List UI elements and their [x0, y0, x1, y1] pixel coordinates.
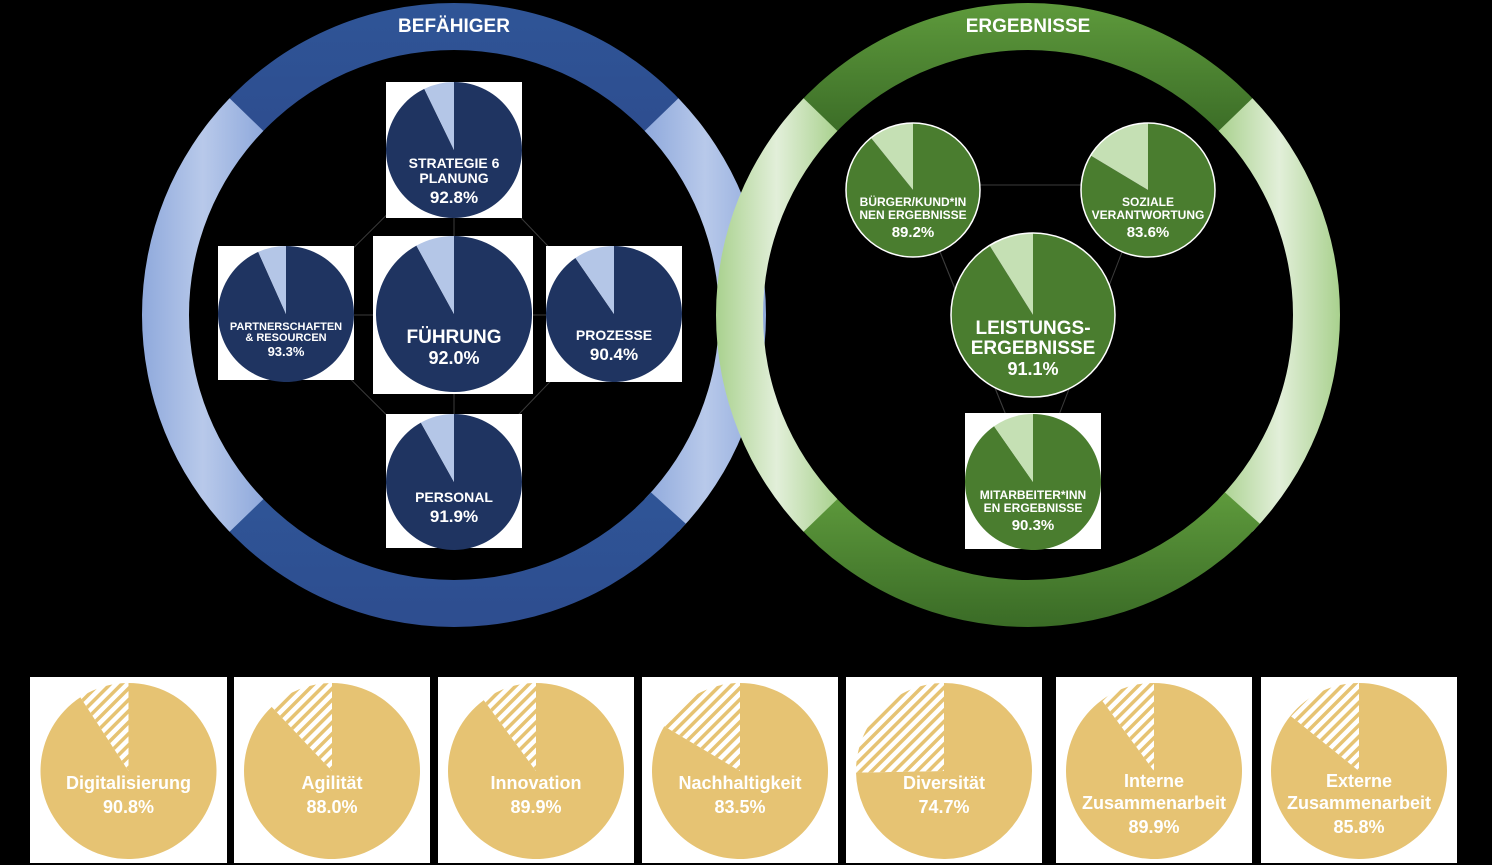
dimension-diversitaet-value: 74.7%: [918, 797, 969, 817]
enabler-strategie-value: 92.8%: [430, 188, 478, 207]
dimension-innovation-label-line: Innovation: [491, 773, 582, 793]
result-leistung-label-line: LEISTUNGS-: [975, 318, 1090, 339]
enablers-ring-bottom: [222, 492, 686, 628]
dimension-pie-innovation: Innovation 89.9%: [438, 677, 634, 863]
dimension-agilitaet-label-line: Agilität: [302, 773, 363, 793]
enablers-ring-left: [141, 98, 264, 532]
results-ring-right: [1218, 98, 1340, 532]
dimension-pies: Digitalisierung 90.8% Agilität 88.0% Innovat…: [30, 677, 1457, 863]
dimension-nachhaltigkeit-label-line: Nachhaltigkeit: [678, 773, 801, 793]
dimension-pie-innovation-remainder: [483, 683, 536, 771]
enabler-fuehrung-label-line: FÜHRUNG: [407, 327, 502, 348]
dimension-interne-label-line: Zusammenarbeit: [1082, 793, 1226, 813]
enabler-pie-prozesse-share: [545, 246, 682, 383]
dimension-pie-diversitaet-remainder: [856, 683, 944, 773]
enabler-prozesse-label-line: PROZESSE: [576, 327, 652, 343]
result-pie-leistung-outline: [950, 232, 1116, 398]
dimension-pie-agilitaet-remainder: [271, 683, 332, 771]
dimension-digitalisierung-label-line: Digitalisierung: [66, 773, 191, 793]
enabler-pie-personal-remainder: [420, 414, 454, 482]
enabler-strategie-label-line: STRATEGIE 6: [409, 155, 500, 171]
dimension-diversitaet-label-line: Diversität: [903, 773, 985, 793]
enabler-pie-partnerschaften-remainder: [258, 246, 286, 314]
dimension-innovation-value: 89.9%: [510, 797, 561, 817]
results-ring: [716, 2, 1340, 628]
result-mitarbeiter-value: 90.3%: [1012, 517, 1055, 534]
enabler-prozesse-value: 90.4%: [590, 345, 638, 364]
result-buerger-label-line: NEN ERGEBNISSE: [859, 208, 966, 222]
dimension-pie-diversitaet: Diversität 74.7%: [846, 677, 1042, 863]
result-pie-leistung-share: [951, 233, 1116, 398]
result-pie-buerger-share: [845, 123, 980, 257]
result-soziale-value: 83.6%: [1127, 224, 1170, 241]
dimension-pie-digitalisierung: Digitalisierung 90.8%: [30, 677, 227, 863]
result-pie-mitarbeiter-remainder: [994, 414, 1033, 482]
result-buerger-value: 89.2%: [892, 224, 935, 241]
result-pie-soziale-outline: [1080, 122, 1216, 258]
dimension-interne-value: 89.9%: [1128, 817, 1179, 837]
enabler-pie-prozesse-remainder: [575, 246, 614, 314]
enablers-title: BEFÄHIGER: [398, 16, 510, 37]
dimension-pie-interne-share: [1065, 683, 1242, 860]
results-ring-left: [716, 98, 838, 532]
enablers-pies: STRATEGIE 6PLANUNG92.8%FÜHRUNG92.0%PARTN…: [217, 82, 682, 551]
dimension-externe-label-line: Zusammenarbeit: [1287, 793, 1431, 813]
dimension-externe-label-line: Externe: [1326, 771, 1392, 791]
dimension-pie-nachhaltigkeit: Nachhaltigkeit 83.5%: [642, 677, 838, 863]
dimension-interne-label-line: Interne: [1124, 771, 1184, 791]
results-ring-top: [796, 2, 1260, 138]
dimension-nachhaltigkeit-value: 83.5%: [714, 797, 765, 817]
results-ring-bottom: [796, 492, 1260, 628]
enabler-personal-label-line: PERSONAL: [415, 489, 493, 505]
result-pie-soziale-remainder: [1090, 123, 1148, 190]
result-pie-leistung-remainder: [989, 233, 1033, 315]
dimension-pie-digitalisierung-share: [40, 683, 217, 859]
enabler-personal-value: 91.9%: [430, 507, 478, 526]
dimension-pie-agilitaet: Agilität 88.0%: [234, 677, 430, 863]
dimension-digitalisierung-value: 90.8%: [103, 797, 154, 817]
enabler-pie-fuehrung-share: [376, 236, 533, 393]
dimension-pie-interne-remainder: [1101, 683, 1154, 771]
result-mitarbeiter-label-line: MITARBEITER*INN: [980, 488, 1086, 502]
results-title: ERGEBNISSE: [966, 16, 1091, 37]
enabler-partnerschaften-label-line: PARTNERSCHAFTEN: [230, 321, 342, 333]
result-mitarbeiter-label-line: EN ERGEBNISSE: [984, 501, 1083, 515]
result-buerger-label-line: BÜRGER/KUND*IN: [860, 194, 967, 209]
dimension-pie-nachhaltigkeit-remainder: [664, 683, 740, 771]
enabler-pie-strategie-remainder: [424, 82, 454, 150]
enabler-partnerschaften-value: 93.3%: [268, 344, 305, 359]
result-leistung-label-line: ERGEBNISSE: [971, 338, 1096, 359]
enabler-pie-partnerschaften-share: [217, 246, 354, 382]
enabler-fuehrung-value: 92.0%: [428, 348, 479, 368]
dimension-agilitaet-value: 88.0%: [306, 797, 357, 817]
dimension-pie-digitalisierung-remainder: [80, 683, 129, 771]
dimension-pie-diversitaet-share: [856, 683, 1033, 859]
dimension-pie-externe-remainder: [1290, 683, 1359, 771]
result-pie-buerger-remainder: [870, 123, 913, 190]
enabler-pie-personal: PERSONAL 91.9%: [386, 414, 523, 551]
enabler-pie-personal-share: [386, 414, 523, 551]
result-pie-buerger-outline: [845, 122, 981, 258]
enabler-pie-fuehrung-remainder: [416, 236, 454, 314]
result-soziale-label-line: VERANTWORTUNG: [1092, 208, 1205, 222]
enabler-pie-prozesse: PROZESSE 90.4%: [545, 246, 682, 383]
enabler-strategie-label-line: PLANUNG: [419, 170, 488, 186]
result-soziale-label-line: SOZIALE: [1122, 195, 1174, 209]
dimension-externe-value: 85.8%: [1333, 817, 1384, 837]
enablers-ring-top: [222, 2, 686, 138]
dimension-pie-nachhaltigkeit-share: [651, 683, 828, 860]
result-leistung-value: 91.1%: [1007, 359, 1058, 379]
enabler-partnerschaften-label-line: & RESOURCEN: [245, 332, 326, 344]
